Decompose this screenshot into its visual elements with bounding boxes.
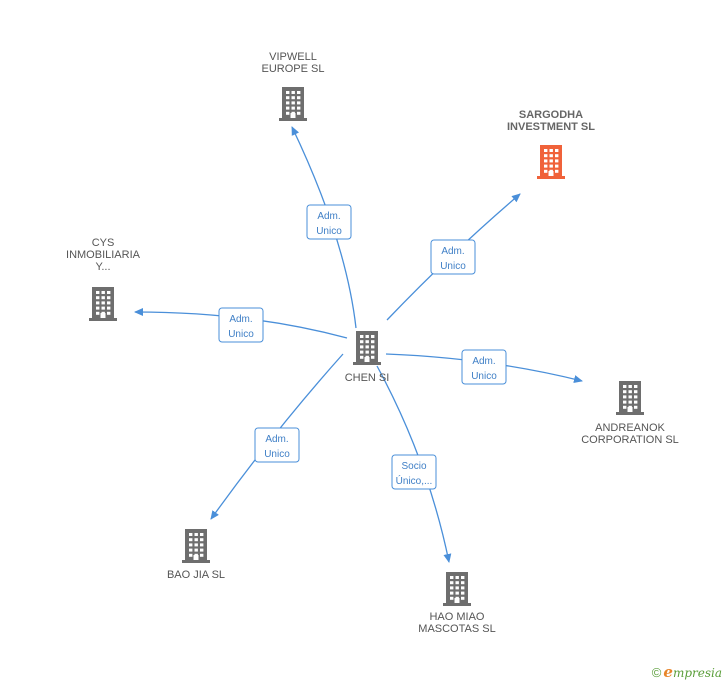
node-label: INMOBILIARIA: [66, 249, 141, 261]
node-label: ANDREANOK: [595, 422, 665, 434]
node-label: HAO MIAO: [429, 611, 484, 623]
edge-label-andreanok[interactable]: Adm. Unico: [461, 349, 507, 385]
building-icon[interactable]: [182, 529, 210, 563]
edge-label-text: Unico: [471, 371, 497, 382]
building-icon[interactable]: [616, 381, 644, 415]
node-cys[interactable]: CYSINMOBILIARIAY...: [66, 237, 141, 321]
edge-sargodha: Adm. Unico: [386, 193, 521, 321]
edge-label-text: Adm.: [229, 314, 252, 325]
node-label: MASCOTAS SL: [418, 623, 495, 635]
node-label: VIPWELL: [269, 51, 317, 63]
edge-label-baojia[interactable]: Adm. Unico: [254, 427, 300, 463]
edge-label-cys[interactable]: Adm. Unico: [218, 307, 264, 343]
node-label: EUROPE SL: [262, 63, 325, 75]
edge-label-text: Unico: [264, 449, 290, 460]
node-label: CORPORATION SL: [581, 434, 679, 446]
edge-label-sargodha[interactable]: Adm. Unico: [430, 239, 476, 275]
node-label: SARGODHA: [519, 109, 583, 121]
edge-label-text: Adm.: [265, 434, 288, 445]
node-label: Y...: [95, 261, 110, 273]
edge-andreanok: Adm. Unico: [385, 349, 583, 385]
building-icon[interactable]: [537, 145, 565, 179]
building-icon[interactable]: [443, 572, 471, 606]
edge-vipwell: Adm. Unico: [291, 126, 357, 329]
edge-haomiao: SocioÚnico,...: [376, 365, 452, 563]
node-label: BAO JIA SL: [167, 569, 225, 581]
edge-label-vipwell[interactable]: Adm. Unico: [306, 204, 352, 240]
brand-name: mpresia: [672, 666, 722, 680]
edge-label-text: Unico: [228, 329, 254, 340]
node-label: INVESTMENT SL: [507, 121, 595, 133]
empresia-logo[interactable]: ©empresia: [652, 663, 722, 681]
edge-label-text: Adm.: [317, 211, 340, 222]
edge-label-haomiao[interactable]: SocioÚnico,...: [391, 454, 437, 490]
building-icon[interactable]: [279, 87, 307, 121]
center-node[interactable]: CHEN SI: [345, 331, 390, 384]
edge-label-text: Único,...: [396, 474, 433, 487]
edge-label-text: Adm.: [441, 246, 464, 257]
node-label: CHEN SI: [345, 372, 390, 384]
edge-baojia: Adm. Unico: [210, 353, 344, 520]
building-icon[interactable]: [89, 287, 117, 321]
brand-initial: e: [663, 663, 673, 681]
edge-label-text: Unico: [316, 226, 342, 237]
node-label: CYS: [92, 237, 115, 249]
copyright-symbol: ©: [651, 665, 662, 680]
edge-label-text: Socio: [401, 461, 426, 472]
edge-cys: Adm. Unico: [134, 307, 348, 343]
node-baojia[interactable]: BAO JIA SL: [167, 529, 225, 581]
edge-label-text: Unico: [440, 261, 466, 272]
edge-label-text: Adm.: [472, 356, 495, 367]
building-icon[interactable]: [353, 331, 381, 365]
